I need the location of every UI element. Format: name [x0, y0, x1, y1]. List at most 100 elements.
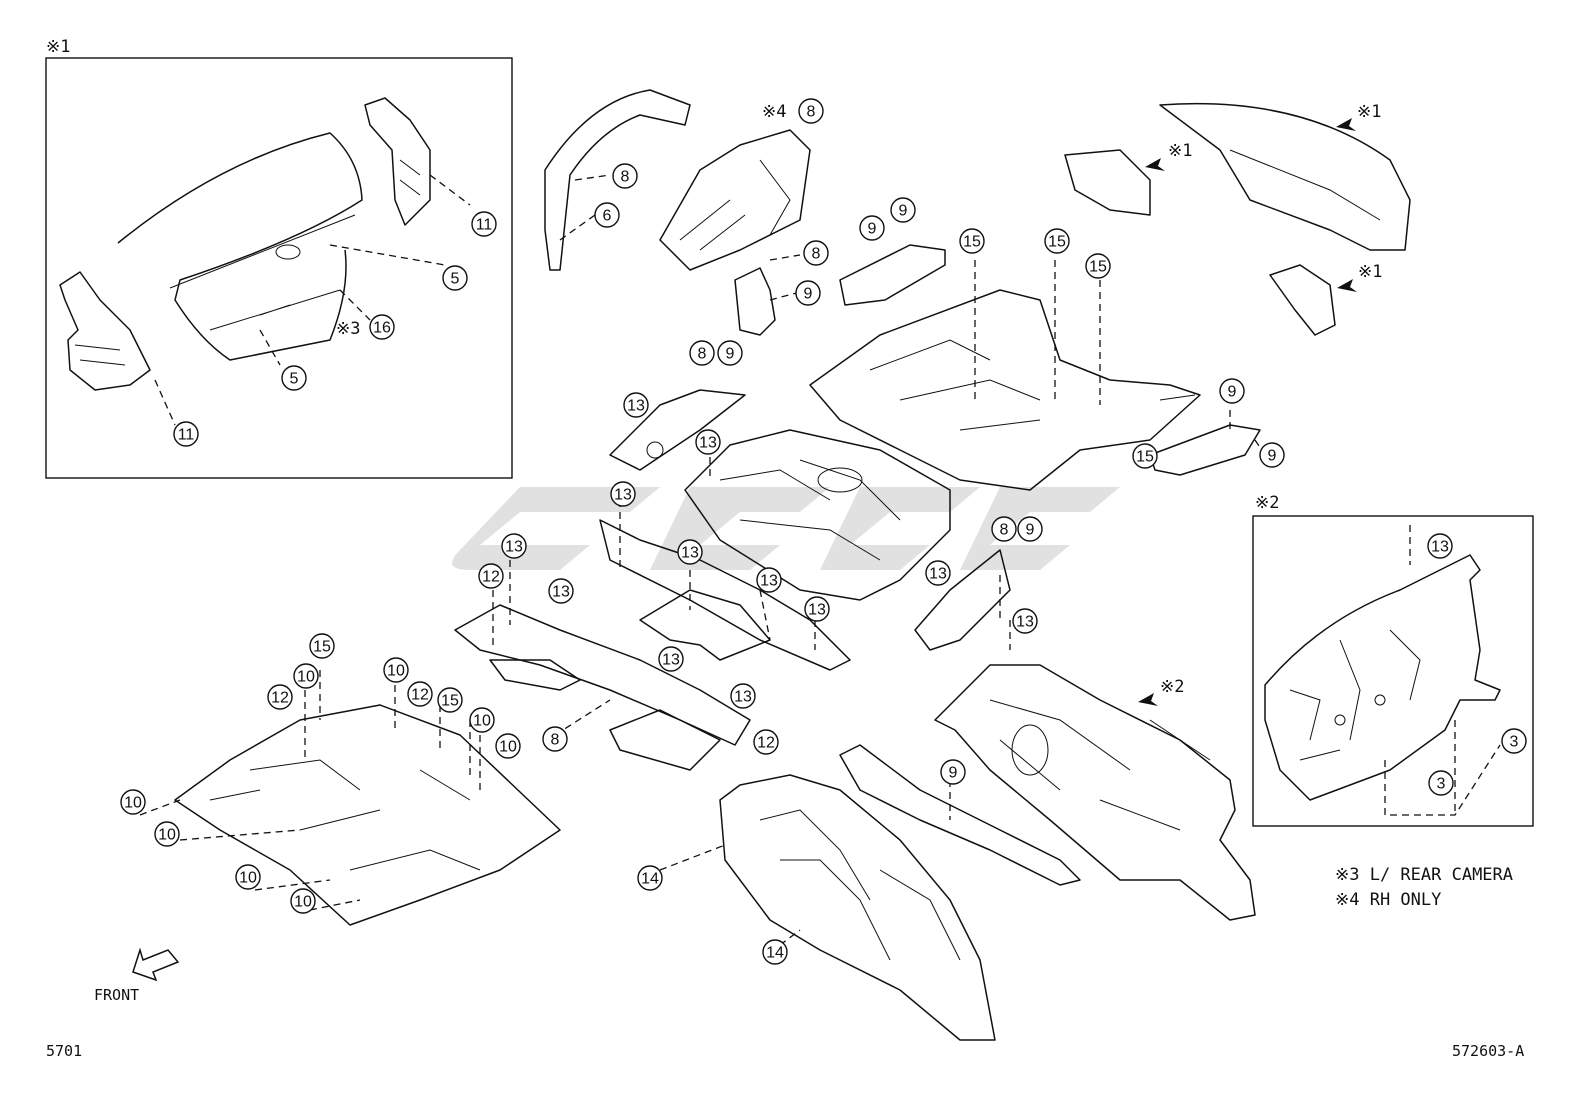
rh-only-marker: ※4	[762, 102, 786, 122]
inset1-frame	[45, 57, 513, 479]
callout-c8d: 8	[689, 340, 715, 366]
callout-c13l: 13	[1012, 608, 1038, 634]
extension-panel-part	[839, 244, 946, 306]
callout-number: 8	[621, 169, 630, 186]
trunk-lid-pointer-label: ※1	[1357, 102, 1381, 122]
callout-number: 15	[1089, 259, 1107, 276]
callout-number: 10	[239, 870, 257, 887]
callout-c13j: 13	[730, 683, 756, 709]
callout-number: 15	[1136, 449, 1154, 466]
callout-c5a: 5	[442, 265, 468, 291]
callout-c13f: 13	[501, 533, 527, 559]
inset2-frame	[1252, 515, 1534, 827]
callout-number: 8	[807, 104, 816, 121]
wheelhouse-inner-part	[659, 129, 811, 271]
pointer-arrow-icon	[1138, 693, 1158, 706]
callout-number: 15	[1048, 234, 1066, 251]
callout-c16: 16	[369, 314, 395, 340]
callout-c14a: 14	[637, 865, 663, 891]
diagram-code: 5701	[46, 1042, 82, 1060]
callout-number: 9	[899, 203, 908, 220]
callout-c8a: 8	[612, 163, 638, 189]
callout-number: 16	[373, 320, 391, 337]
callout-c14b: 14	[762, 939, 788, 965]
callout-number: 10	[499, 739, 517, 756]
callout-c8e: 8	[991, 516, 1017, 542]
note-rear-camera: ※3 L/ REAR CAMERA	[1335, 865, 1513, 885]
callout-number: 8	[551, 732, 560, 749]
callout-number: 15	[441, 693, 459, 710]
callout-number: 13	[929, 566, 947, 583]
callout-number: 10	[297, 669, 315, 686]
figure-id: 572603-A	[1452, 1042, 1524, 1060]
rear-panel-l-pointer-label: ※1	[1168, 141, 1192, 161]
inset1-marker: ※1	[46, 37, 70, 57]
callout-c15b: 15	[1044, 228, 1070, 254]
callout-c13k: 13	[925, 560, 951, 586]
callout-c9a: 9	[795, 280, 821, 306]
callout-c10a: 10	[293, 663, 319, 689]
callout-number: 9	[1268, 448, 1277, 465]
callout-c8c: 8	[803, 240, 829, 266]
camera-ref-marker: ※3	[336, 319, 360, 339]
callout-number: 13	[662, 652, 680, 669]
callout-c13g: 13	[756, 567, 782, 593]
note-rh-only: ※4 RH ONLY	[1335, 890, 1441, 910]
callout-c8f: 8	[542, 726, 568, 752]
callout-c12c: 12	[267, 684, 293, 710]
callout-number: 8	[698, 346, 707, 363]
callout-c10c: 10	[469, 707, 495, 733]
callout-number: 9	[804, 286, 813, 303]
callout-c9f: 9	[1259, 442, 1285, 468]
callout-number: 6	[603, 208, 612, 225]
callout-number: 10	[473, 713, 491, 730]
pointer-arrow-icon	[1145, 158, 1165, 171]
trunk-gutter-right-part	[364, 97, 431, 226]
callout-number: 10	[124, 795, 142, 812]
callout-c10g: 10	[235, 864, 261, 890]
callout-c3a: 3	[1501, 728, 1527, 754]
rear-floor-pan-part	[809, 289, 1201, 491]
front-arrow-icon	[132, 947, 180, 982]
callout-c3b: 3	[1428, 770, 1454, 796]
callout-number: 12	[271, 690, 289, 707]
callout-number: 12	[411, 687, 429, 704]
pointer-arrows	[1138, 118, 1357, 706]
dash-panel-part	[934, 664, 1256, 921]
callout-number: 10	[387, 663, 405, 680]
callout-number: 10	[158, 827, 176, 844]
callout-number: 13	[552, 584, 570, 601]
callout-c13b: 13	[695, 429, 721, 455]
front-floor-part	[174, 704, 561, 926]
callout-c13d: 13	[677, 539, 703, 565]
front-indicator: FRONT	[94, 947, 180, 1004]
callout-c10d: 10	[495, 733, 521, 759]
callout-number: 14	[766, 945, 784, 962]
callout-number: 13	[505, 539, 523, 556]
callout-c9e: 9	[1219, 378, 1245, 404]
callout-number: 13	[681, 545, 699, 562]
callout-c8b: 8	[798, 98, 824, 124]
callout-c15a: 15	[959, 228, 985, 254]
callout-c9c: 9	[890, 197, 916, 223]
callout-number: 13	[808, 602, 826, 619]
callout-number: 15	[313, 639, 331, 656]
callout-c15f: 15	[437, 687, 463, 713]
callout-number: 14	[641, 871, 659, 888]
pointer-arrow-icon	[1337, 279, 1357, 292]
callout-number: 13	[627, 398, 645, 415]
callout-number: 11	[178, 427, 195, 444]
callout-c13inset: 13	[1427, 533, 1453, 559]
callout-number: 12	[482, 569, 500, 586]
callout-number: 9	[949, 765, 958, 782]
wheelhouse-outer-part	[544, 89, 691, 271]
callout-number: 8	[812, 246, 821, 263]
callout-number: 3	[1510, 734, 1519, 751]
bracket-part	[734, 267, 776, 336]
callout-c12a: 12	[478, 563, 504, 589]
callout-c10h: 10	[290, 888, 316, 914]
inset-dash-group: ※2	[1252, 493, 1534, 827]
callout-c13i: 13	[658, 646, 684, 672]
